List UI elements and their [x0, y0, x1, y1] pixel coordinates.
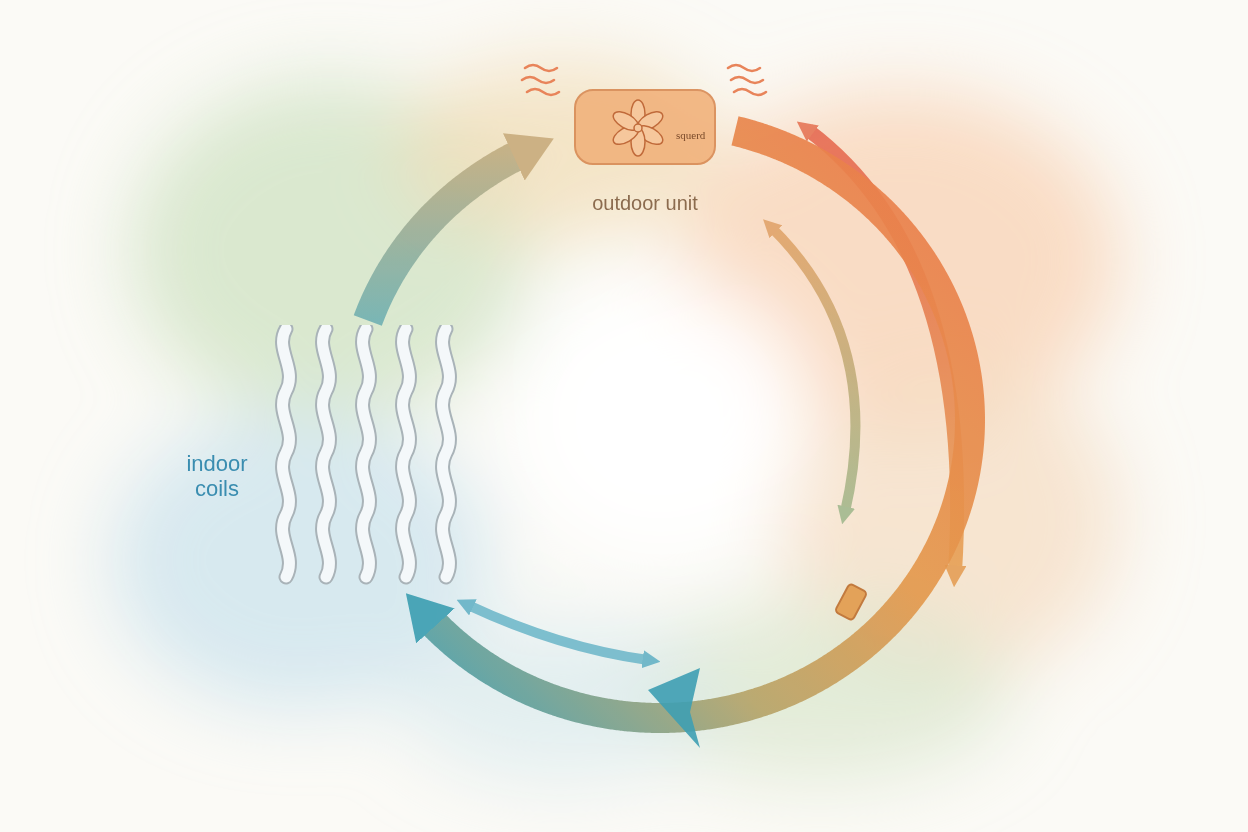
unit-marking: squerd: [676, 129, 705, 141]
color-wash: [110, 60, 1120, 780]
pipe-fitting: [835, 583, 868, 621]
fan-icon: [610, 100, 665, 156]
outdoor-unit: outdoor unit: [560, 84, 730, 221]
refrigerant-flow: [368, 151, 527, 320]
inner-flow-arrow: [772, 228, 855, 512]
node-label: outdoor unit: [560, 192, 730, 215]
node-label: indoor coils: [174, 451, 260, 502]
refrigerant-flow: [426, 131, 970, 718]
unit-body: [575, 90, 715, 164]
flow-arrowhead: [648, 668, 700, 748]
bottom-flow-arrow: [468, 605, 648, 660]
coil-tubes: [266, 325, 466, 587]
indoor-coils: indoor coils: [174, 325, 466, 587]
